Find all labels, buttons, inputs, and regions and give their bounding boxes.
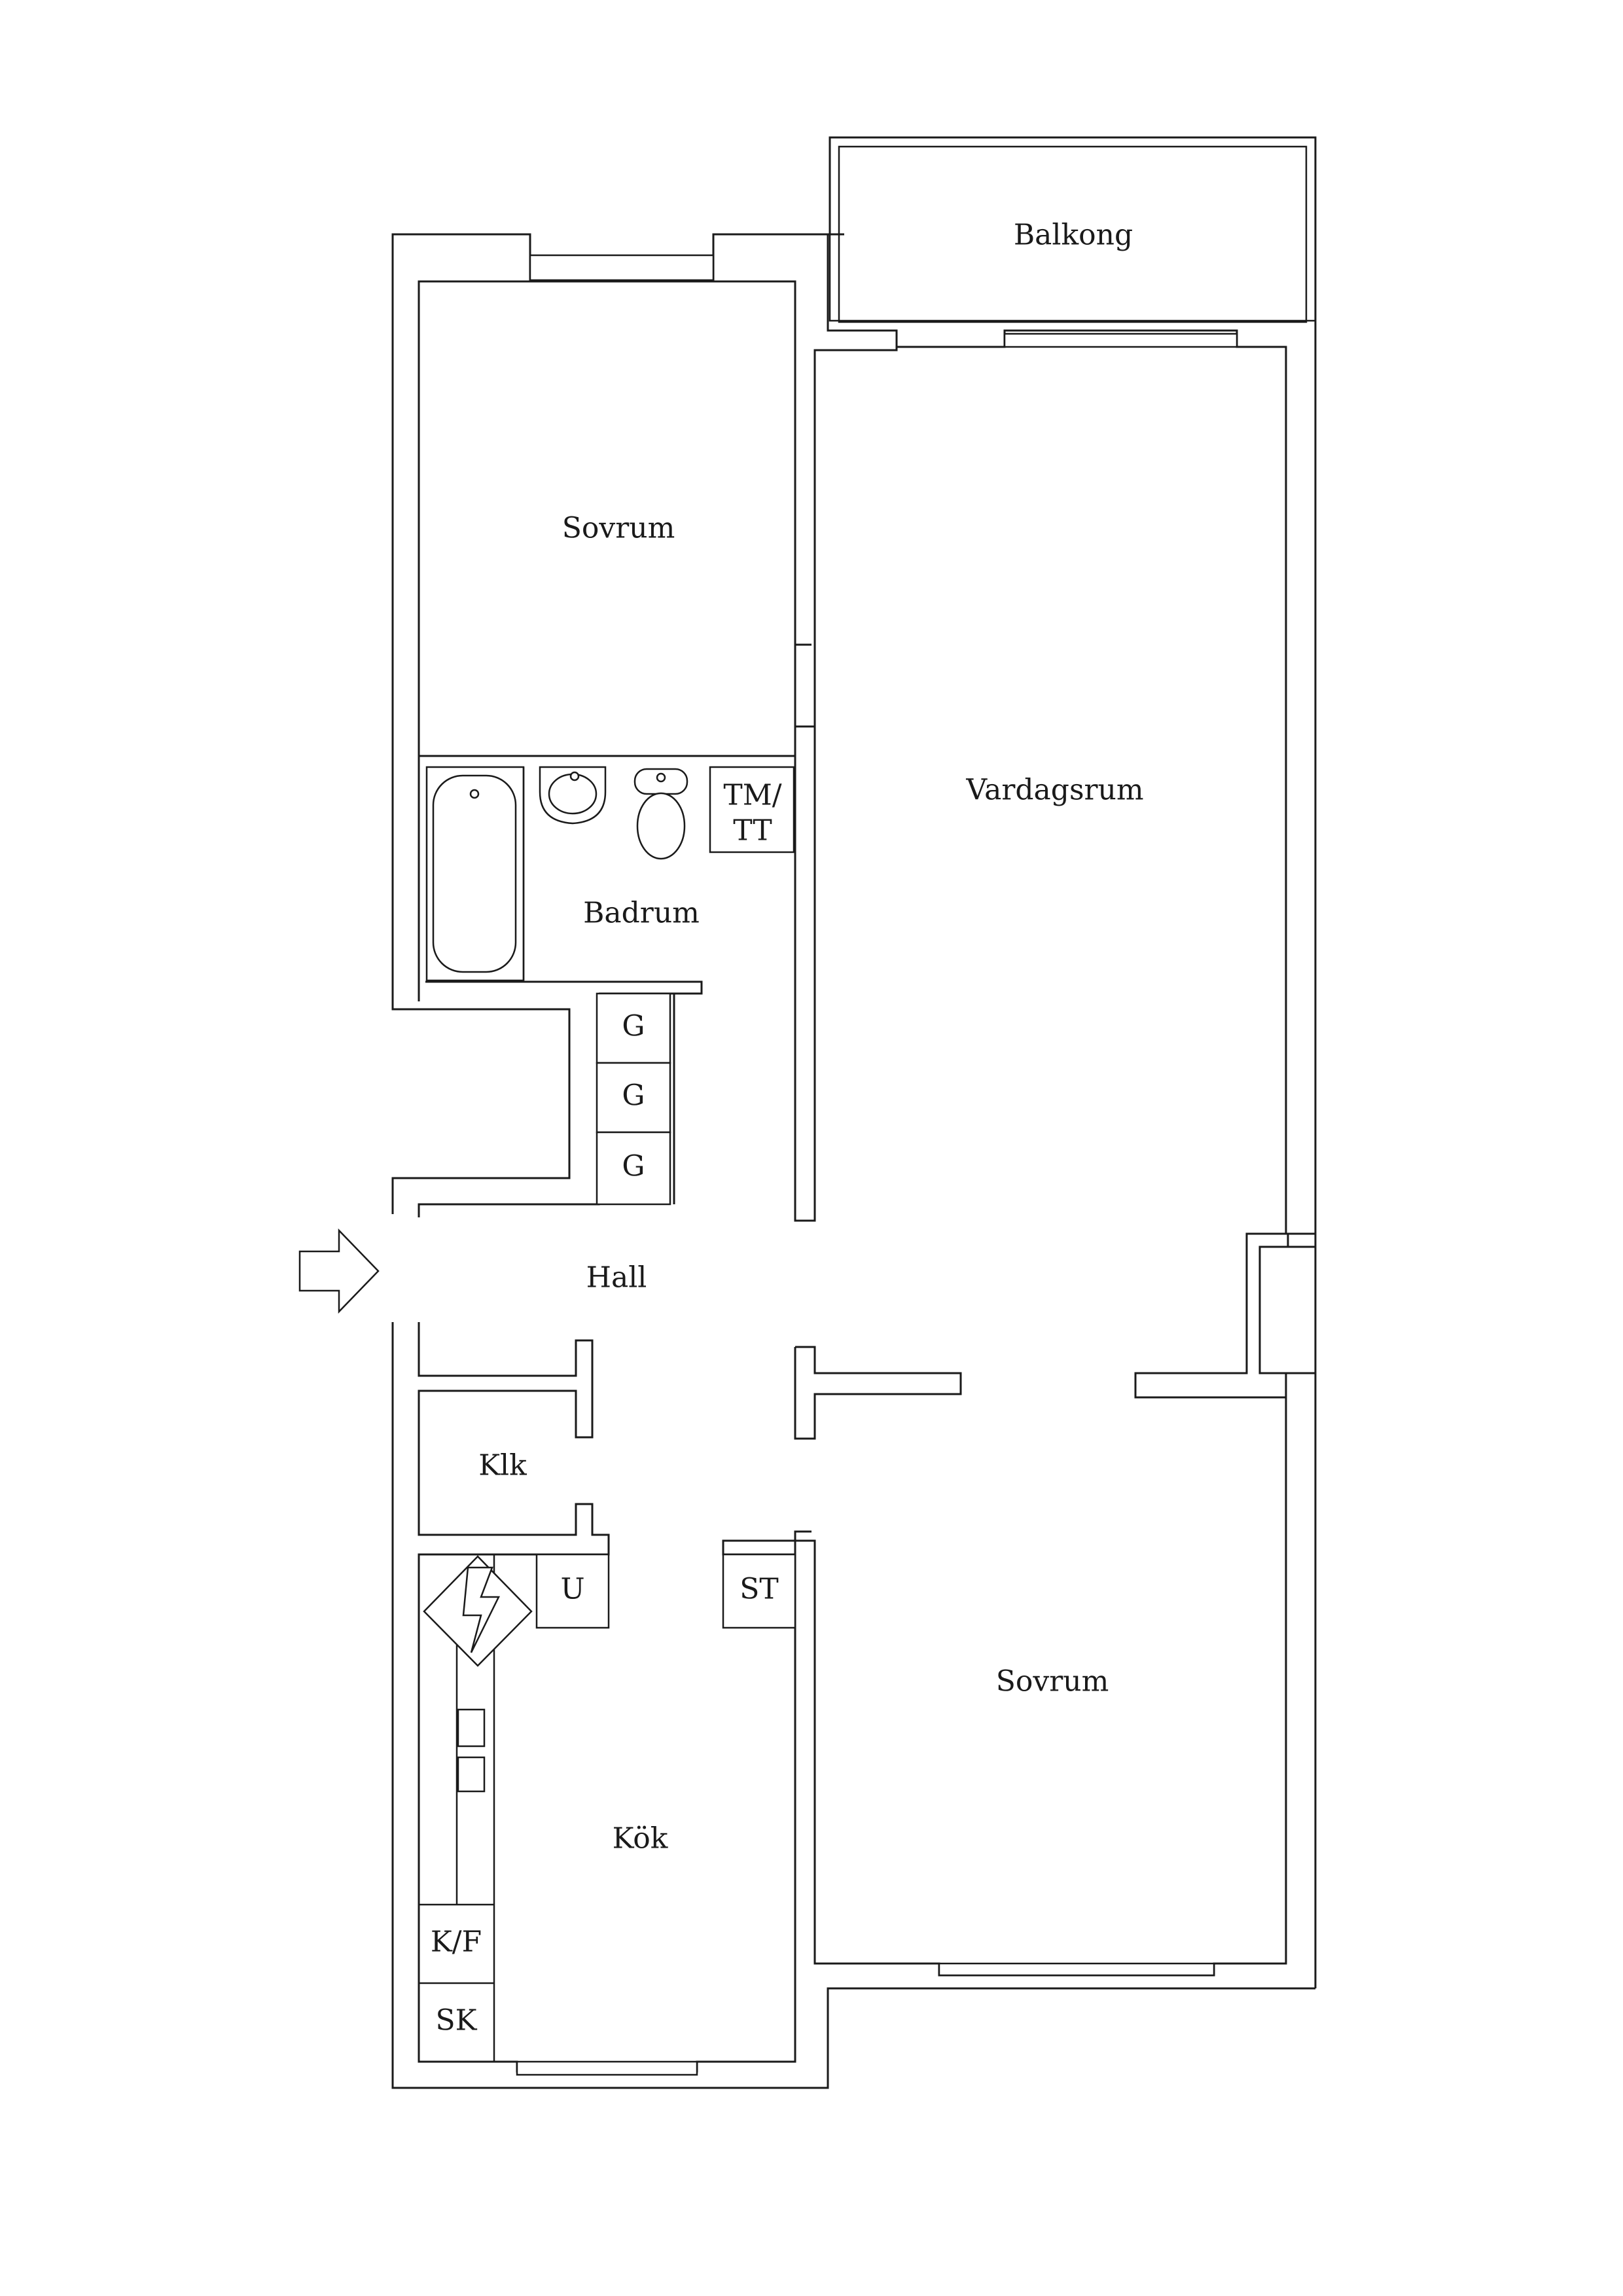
room-label-vardagsrum: Vardagsrum: [965, 774, 1143, 807]
entrance-arrow-icon: [298, 1228, 380, 1314]
kitchen-fixtures: U ST K/F SK: [418, 1553, 796, 2063]
tt-label: TT: [733, 814, 772, 848]
bathroom-fixtures: TM/ TT: [425, 766, 795, 982]
room-label-hall: Hall: [586, 1261, 647, 1295]
closet-g-2: G: [622, 1079, 645, 1113]
bathtub-icon: [425, 766, 525, 982]
tm-label: TM/: [723, 779, 781, 812]
room-label-sovrum-top: Sovrum: [562, 512, 675, 545]
u-label: U: [560, 1573, 584, 1606]
u-box: [535, 1553, 610, 1629]
windows: [516, 254, 1238, 2076]
stove-icon: [457, 1708, 486, 1793]
st-box: [722, 1553, 796, 1629]
window-sovrum-bottom: [938, 1962, 1215, 1977]
balkong-area: [829, 136, 1317, 323]
room-labels: Balkong Sovrum Vardagsrum Badrum Hall Kl…: [478, 219, 1143, 1856]
toilet-icon: [633, 768, 688, 860]
electrical-panel-icon: [423, 1555, 533, 1667]
kf-label: K/F: [431, 1926, 482, 1959]
room-label-sovrum-bottom: Sovrum: [996, 1665, 1109, 1698]
closet-g-1: G: [622, 1010, 645, 1043]
window-sovrum-top: [529, 254, 715, 281]
tm-tt-box: [709, 766, 795, 853]
room-label-kok: Kök: [613, 1822, 668, 1856]
room-label-klk: Klk: [478, 1449, 527, 1482]
washbasin-icon: [539, 766, 607, 825]
window-kok: [516, 2060, 698, 2076]
closets: G G G: [596, 992, 671, 1206]
sk-label: SK: [435, 2004, 477, 2037]
closet-g-3: G: [622, 1150, 645, 1183]
st-label: ST: [740, 1573, 779, 1606]
window-balkong: [1003, 332, 1238, 348]
walls: [391, 136, 1317, 2089]
room-label-badrum: Badrum: [583, 897, 700, 930]
room-label-balkong: Balkong: [1014, 219, 1133, 252]
